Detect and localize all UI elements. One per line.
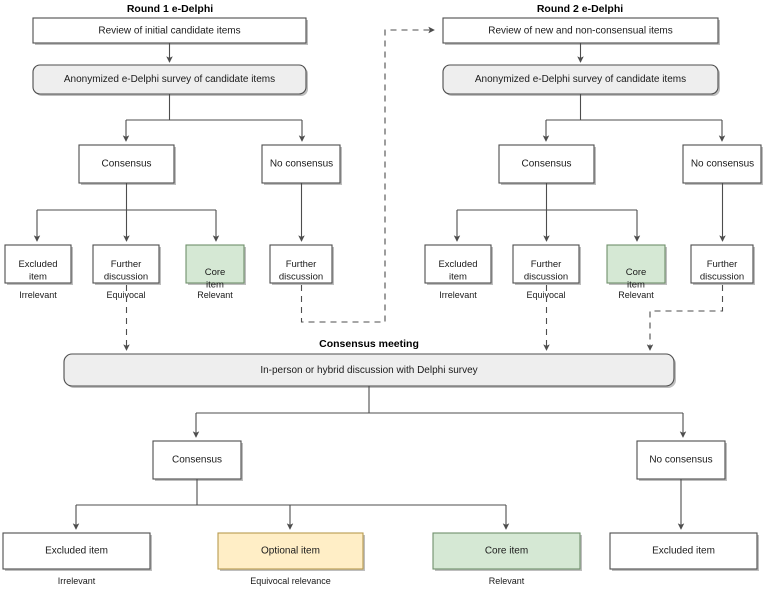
meeting-optional-item-node[interactable]: Optional item	[217, 532, 365, 571]
round2-consensus-label: Consensus	[521, 159, 571, 170]
round1-caption-irrelevant: Irrelevant	[19, 290, 57, 300]
round2-caption-equivocal: Equivocal	[526, 290, 565, 300]
meeting-excluded-item-right-node[interactable]: Excluded item	[609, 532, 759, 571]
edge-r2-consensus-split	[457, 183, 637, 211]
meeting-caption-relevant: Relevant	[489, 576, 525, 586]
meeting-excluded-item-label: Excluded item	[45, 546, 108, 557]
meeting-consensus-node[interactable]: Consensus	[152, 440, 243, 481]
meeting-core-item-node[interactable]: Core item	[432, 532, 582, 571]
round1-review-node[interactable]: Review of initial candidate items	[32, 17, 308, 45]
meeting-no-consensus-node[interactable]: No consensus	[636, 440, 727, 481]
edge-r1-split	[126, 94, 302, 121]
round1-no-consensus-label: No consensus	[270, 159, 333, 170]
round1-group: Review of initial candidate items Anonym…	[4, 17, 342, 300]
meeting-no-consensus-label: No consensus	[649, 455, 712, 466]
round1-review-label: Review of initial candidate items	[98, 26, 240, 37]
edge-r1-further-to-round2	[300, 26, 435, 323]
round1-no-consensus-node[interactable]: No consensus	[261, 144, 342, 185]
round1-consensus-node[interactable]: Consensus	[78, 144, 176, 185]
round2-review-node[interactable]: Review of new and non-consensual items	[442, 17, 720, 45]
round1-survey-node[interactable]: Anonymized e-Delphi survey of candidate …	[32, 64, 308, 96]
round2-caption-irrelevant: Irrelevant	[439, 290, 477, 300]
edge-r1-consensus-split	[37, 183, 216, 211]
round1-title: Round 1 e-Delphi	[127, 3, 213, 15]
round2-no-consensus-node[interactable]: No consensus	[682, 144, 763, 185]
round2-survey-label: Anonymized e-Delphi survey of candidate …	[475, 74, 686, 85]
meeting-excluded-item-node[interactable]: Excluded item	[2, 532, 152, 571]
round2-review-label: Review of new and non-consensual items	[488, 26, 673, 37]
edge-meeting-consensus-split	[76, 479, 506, 506]
consensus-meeting-title: Consensus meeting	[319, 338, 419, 350]
meeting-caption-irrelevant: Irrelevant	[58, 576, 96, 586]
round2-no-consensus-label: No consensus	[691, 159, 754, 170]
round1-survey-label: Anonymized e-Delphi survey of candidate …	[64, 74, 275, 85]
round2-caption-relevant: Relevant	[618, 290, 654, 300]
consensus-meeting-bar-node[interactable]: In-person or hybrid discussion with Delp…	[63, 353, 676, 388]
meeting-caption-equivocal: Equivocal relevance	[250, 576, 331, 586]
edge-meeting-split	[196, 386, 683, 414]
consensus-meeting-bar-label: In-person or hybrid discussion with Delp…	[260, 365, 477, 376]
round1-caption-equivocal: Equivocal	[106, 290, 145, 300]
round1-consensus-label: Consensus	[101, 159, 151, 170]
consensus-meeting-group: In-person or hybrid discussion with Delp…	[2, 353, 759, 586]
round2-title: Round 2 e-Delphi	[537, 3, 623, 15]
round2-group: Review of new and non-consensual items A…	[424, 17, 763, 300]
meeting-consensus-label: Consensus	[172, 455, 222, 466]
round2-survey-node[interactable]: Anonymized e-Delphi survey of candidate …	[442, 64, 720, 96]
edge-r2-further-nocons-to-meeting	[646, 285, 724, 351]
round2-consensus-node[interactable]: Consensus	[498, 144, 596, 185]
meeting-excluded-item-right-label: Excluded item	[652, 546, 715, 557]
meeting-optional-item-label: Optional item	[261, 546, 320, 557]
round1-caption-relevant: Relevant	[197, 290, 233, 300]
edge-r2-split	[546, 94, 722, 121]
meeting-core-item-label: Core item	[485, 546, 528, 557]
